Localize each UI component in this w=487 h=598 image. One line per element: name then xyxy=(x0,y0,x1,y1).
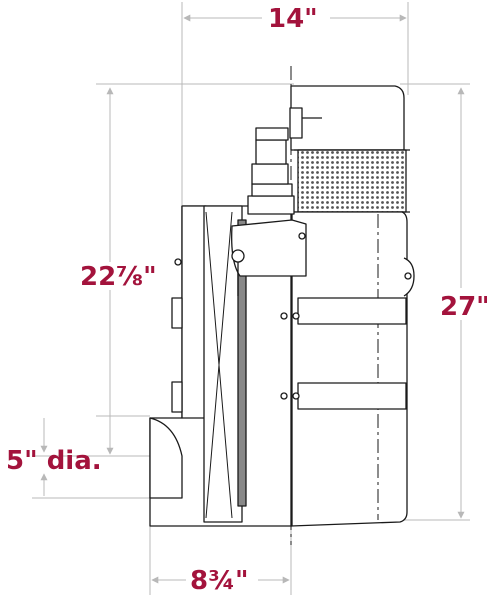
total-height-dimension-label: 27" xyxy=(440,292,487,322)
depth-dimension-label: 8¾" xyxy=(190,566,249,596)
width-dimension-label: 14" xyxy=(268,4,318,34)
dimension-lines xyxy=(32,2,470,595)
inlet-diameter-dimension-label: 5" dia. xyxy=(6,446,102,476)
unit-outline xyxy=(149,85,415,527)
body-height-dimension-label: 22⅞" xyxy=(80,262,157,292)
